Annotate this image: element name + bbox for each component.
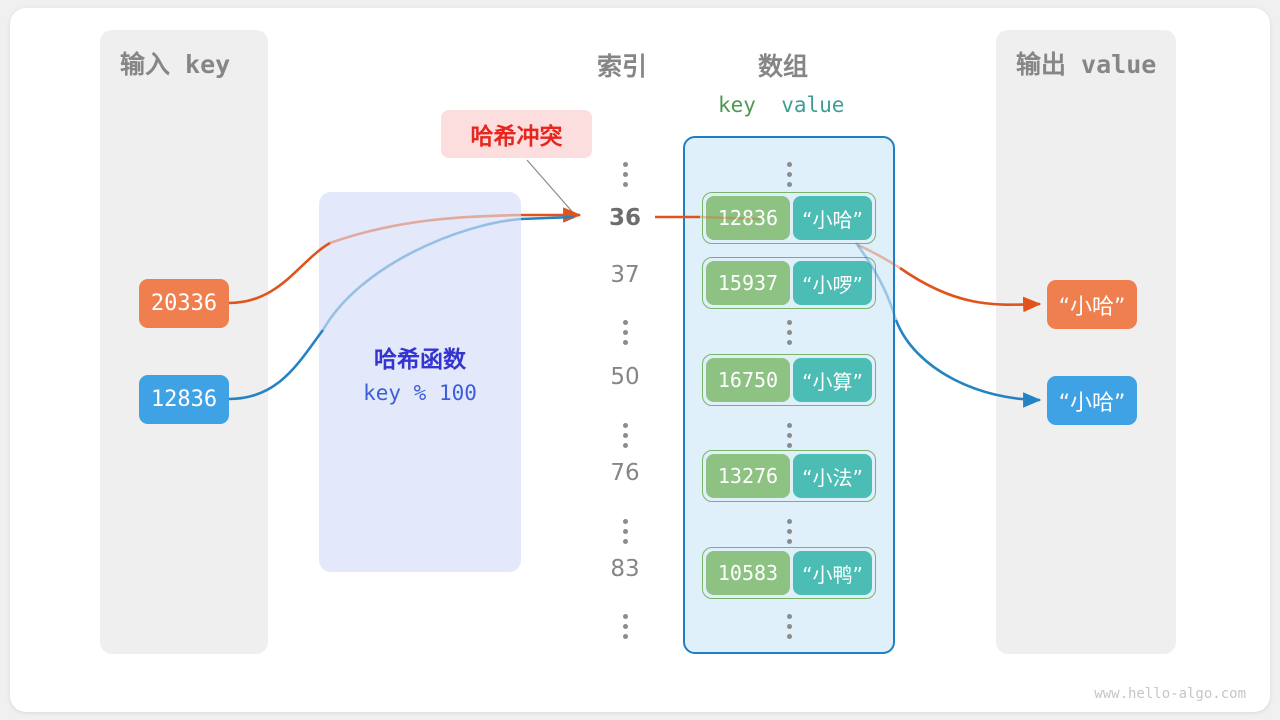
index-ellipsis (595, 162, 655, 187)
index-ellipsis (595, 614, 655, 639)
bucket-key: 13276 (706, 454, 790, 498)
key-value-subheader: key value (718, 93, 844, 117)
watermark: www.hello-algo.com (1094, 686, 1246, 702)
bucket-key: 15937 (706, 261, 790, 305)
array-bucket: 12836“小哈” (702, 192, 876, 244)
index-label: 50 (610, 364, 640, 390)
array-ellipsis (759, 320, 819, 345)
value-subheader-label: value (781, 93, 845, 117)
array-ellipsis (759, 423, 819, 448)
input-key-panel (100, 30, 268, 654)
index-label: 37 (610, 262, 640, 288)
key-subheader-label: key (718, 93, 756, 117)
array-bucket: 15937“小啰” (702, 257, 876, 309)
hash-collision-badge: 哈希冲突 (441, 110, 592, 158)
index-label: 76 (610, 460, 640, 486)
input-key-chip: 20336 (139, 279, 229, 328)
output-panel-title: 输出 value (1016, 50, 1157, 79)
array-ellipsis (759, 614, 819, 639)
bucket-value: “小哈” (793, 196, 872, 240)
array-ellipsis (759, 162, 819, 187)
index-ellipsis (595, 320, 655, 345)
array-column-header: 数组 (758, 52, 809, 81)
bucket-value: “小算” (793, 358, 872, 402)
bucket-key: 16750 (706, 358, 790, 402)
array-bucket: 10583“小鸭” (702, 547, 876, 599)
bucket-value: “小法” (793, 454, 872, 498)
bucket-key: 10583 (706, 551, 790, 595)
index-ellipsis (595, 519, 655, 544)
output-value-panel (996, 30, 1176, 654)
input-panel-title: 输入 key (120, 50, 231, 79)
bucket-value: “小啰” (793, 261, 872, 305)
output-value-chip: “小哈” (1047, 280, 1137, 329)
index-ellipsis (595, 423, 655, 448)
array-bucket: 16750“小算” (702, 354, 876, 406)
bucket-value: “小鸭” (793, 551, 872, 595)
hash-function-box (319, 192, 521, 572)
index-column-header: 索引 (597, 52, 648, 81)
bucket-key: 12836 (706, 196, 790, 240)
input-key-chip: 12836 (139, 375, 229, 424)
hash-function-title: 哈希函数 (374, 347, 466, 373)
array-bucket: 13276“小法” (702, 450, 876, 502)
hash-function-expression: key % 100 (363, 381, 477, 405)
array-ellipsis (759, 519, 819, 544)
index-label: 83 (610, 556, 640, 582)
output-value-chip: “小哈” (1047, 376, 1137, 425)
index-label: 36 (608, 205, 641, 231)
